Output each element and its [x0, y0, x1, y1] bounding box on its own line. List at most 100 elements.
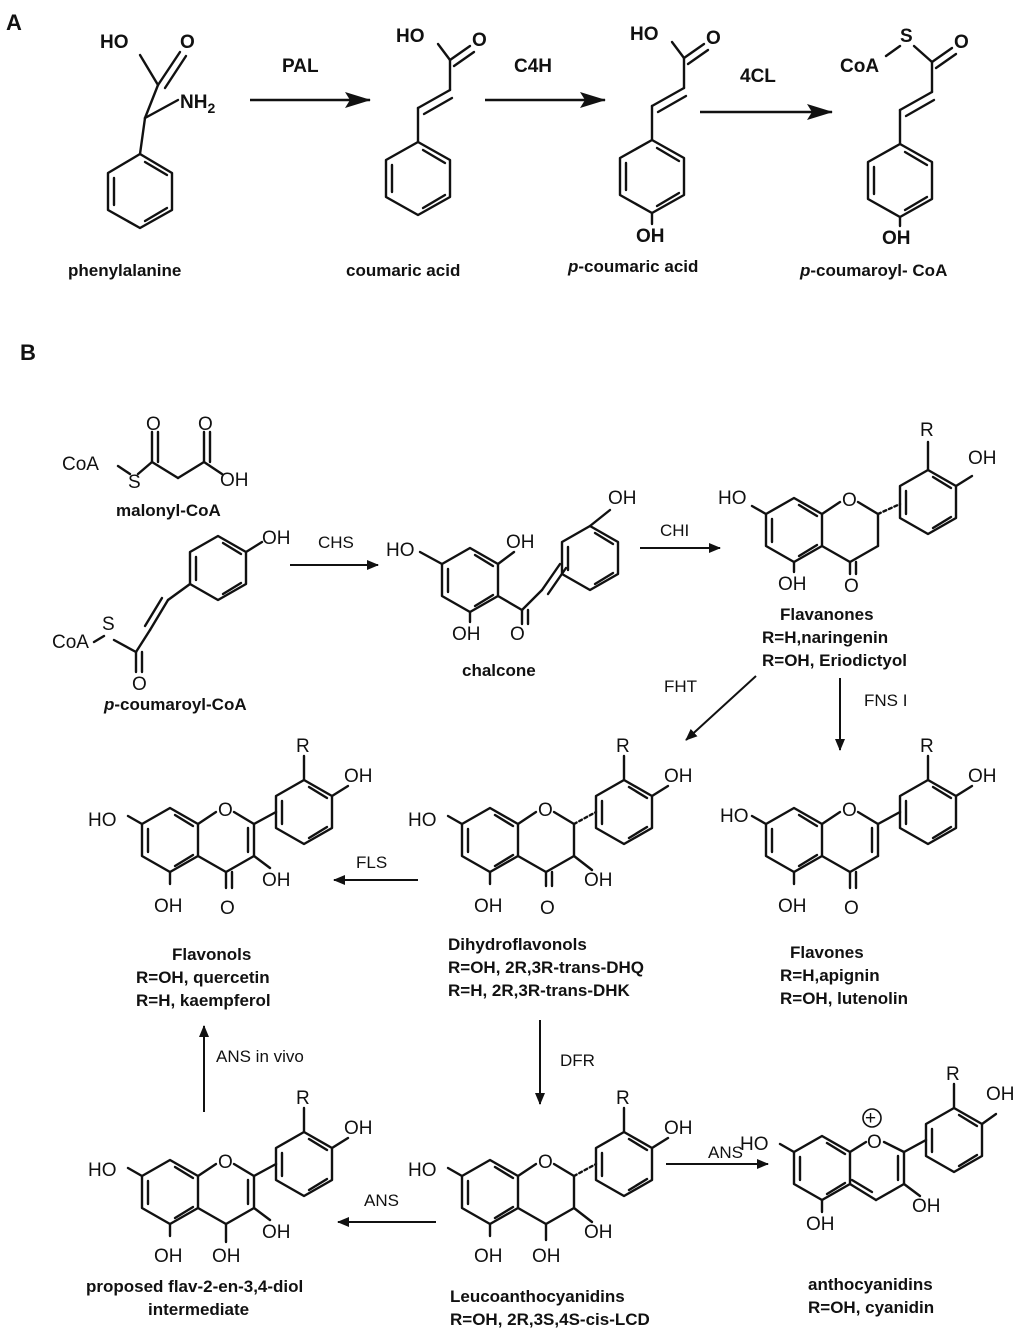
panel-label-a: A [6, 10, 22, 35]
atom-o: O [220, 898, 235, 919]
atom-r: R [920, 736, 934, 757]
name-p-coumaric-acid: p-coumaric acid [567, 257, 698, 276]
atom-ho: HO [88, 1160, 117, 1181]
atom-oh: OH [452, 624, 481, 645]
atom-o: O [218, 800, 233, 821]
name-coumaric-acid: coumaric acid [346, 261, 460, 280]
enzyme-fls: FLS [356, 853, 387, 872]
structure-flavonols: O HO OH O OH R OH [88, 736, 373, 919]
atom-o: O [538, 800, 553, 821]
name-flavonols-1: R=OH, quercetin [136, 968, 270, 987]
atom-oh: OH [636, 226, 665, 247]
atom-plus: + [865, 1108, 876, 1129]
name-phenylalanine: phenylalanine [68, 261, 181, 280]
enzyme-ans-1: ANS [708, 1143, 743, 1162]
atom-oh: OH [474, 896, 503, 917]
atom-o: O [842, 490, 857, 511]
enzyme-4cl: 4CL [740, 66, 776, 87]
name-flavones-2: R=OH, lutenolin [780, 989, 908, 1008]
enzyme-fht: FHT [664, 677, 697, 696]
structure-flavanones: O HO OH O R OH [718, 420, 997, 597]
atom-o: O [540, 898, 555, 919]
atom-coa: CoA [52, 632, 89, 653]
name-dihydroflavonols-2: R=H, 2R,3R-trans-DHK [448, 981, 631, 1000]
name-leuco-0: Leucoanthocyanidins [450, 1287, 625, 1306]
atom-ho: HO [408, 810, 437, 831]
atom-oh: OH [262, 528, 291, 549]
enzyme-chs: CHS [318, 533, 354, 552]
atom-o: O [510, 624, 525, 645]
atom-ho: HO [630, 24, 659, 45]
atom-oh: OH [912, 1196, 941, 1217]
structure-flav-2-en-diol: O HO OH OH OH R OH [88, 1088, 373, 1267]
atom-oh: OH [474, 1246, 503, 1267]
atom-oh: OH [212, 1246, 241, 1267]
atom-o: O [132, 674, 147, 695]
enzyme-dfr: DFR [560, 1051, 595, 1070]
structure-dihydroflavonols: O HO OH O OH R OH [408, 736, 693, 919]
atom-o: O [180, 32, 195, 53]
structure-leucoanthocyanidins: O HO OH OH OH R OH [408, 1088, 693, 1267]
atom-oh: OH [154, 896, 183, 917]
name-antho-1: R=OH, cyanidin [808, 1298, 934, 1317]
atom-ho: HO [740, 1134, 769, 1155]
name-flavanones-2: R=OH, Eriodictyol [762, 651, 907, 670]
structure-chalcone: HO OH OH O OH [386, 488, 637, 645]
atom-oh: OH [220, 470, 249, 491]
atom-oh: OH [262, 1222, 291, 1243]
cation-charge-icon [862, 1108, 882, 1128]
enzyme-chi: CHI [660, 521, 689, 540]
name-flavonols-2: R=H, kaempferol [136, 991, 271, 1010]
atom-ho: HO [88, 810, 117, 831]
name-flavones-1: R=H,apignin [780, 966, 880, 985]
atom-ho: HO [720, 806, 749, 827]
atom-o: O [218, 1152, 233, 1173]
atom-r: R [616, 736, 630, 757]
atom-ho: HO [396, 26, 425, 47]
name-p-coumaroyl-coa-b: p-coumaroyl-CoA [103, 695, 247, 714]
name-flavanones-1: R=H,naringenin [762, 628, 888, 647]
atom-oh: OH [344, 766, 373, 787]
atom-o: O [842, 800, 857, 821]
atom-o: O [538, 1152, 553, 1173]
name-dihydroflavonols-0: Dihydroflavonols [448, 935, 587, 954]
atom-oh: OH [262, 870, 291, 891]
atom-oh: OH [344, 1118, 373, 1139]
structure-malonyl-coa: CoA S O O OH [62, 414, 249, 493]
structure-p-coumaroyl-coa: S CoA O OH [840, 26, 969, 249]
name-chalcone: chalcone [462, 661, 536, 680]
name-diol-1: intermediate [148, 1300, 249, 1319]
panel-a: HO O NH2 phenylalanine PAL HO O coumaric… [68, 24, 969, 280]
atom-oh: OH [778, 896, 807, 917]
atom-nh2: NH2 [180, 92, 215, 116]
atom-r: R [296, 736, 310, 757]
atom-ho: HO [386, 540, 415, 561]
atom-o: O [844, 576, 859, 597]
atom-oh: OH [608, 488, 637, 509]
arrow-fht [685, 675, 757, 741]
atom-coa: CoA [840, 56, 879, 77]
enzyme-c4h: C4H [514, 56, 552, 77]
atom-s: S [900, 26, 913, 47]
atom-oh: OH [882, 228, 911, 249]
name-flavanones-0: Flavanones [780, 605, 874, 624]
name-flavonols-0: Flavonols [172, 945, 251, 964]
atom-oh: OH [664, 766, 693, 787]
panel-b: CoA S O O OH malonyl-CoA OH S CoA O [52, 414, 1015, 1329]
enzyme-pal: PAL [282, 56, 319, 77]
enzyme-ans-in-vivo: ANS in vivo [216, 1047, 304, 1066]
atom-oh: OH [664, 1118, 693, 1139]
enzyme-fns: FNS I [864, 691, 907, 710]
atom-r: R [946, 1064, 960, 1085]
name-flavones-0: Flavones [790, 943, 864, 962]
atom-o: O [844, 898, 859, 919]
atom-r: R [296, 1088, 310, 1109]
atom-o: O [198, 414, 213, 435]
atom-oh: OH [532, 1246, 561, 1267]
atom-o: O [146, 414, 161, 435]
atom-s: S [128, 472, 141, 493]
atom-o: O [472, 30, 487, 51]
atom-oh: OH [154, 1246, 183, 1267]
name-dihydroflavonols-1: R=OH, 2R,3R-trans-DHQ [448, 958, 644, 977]
